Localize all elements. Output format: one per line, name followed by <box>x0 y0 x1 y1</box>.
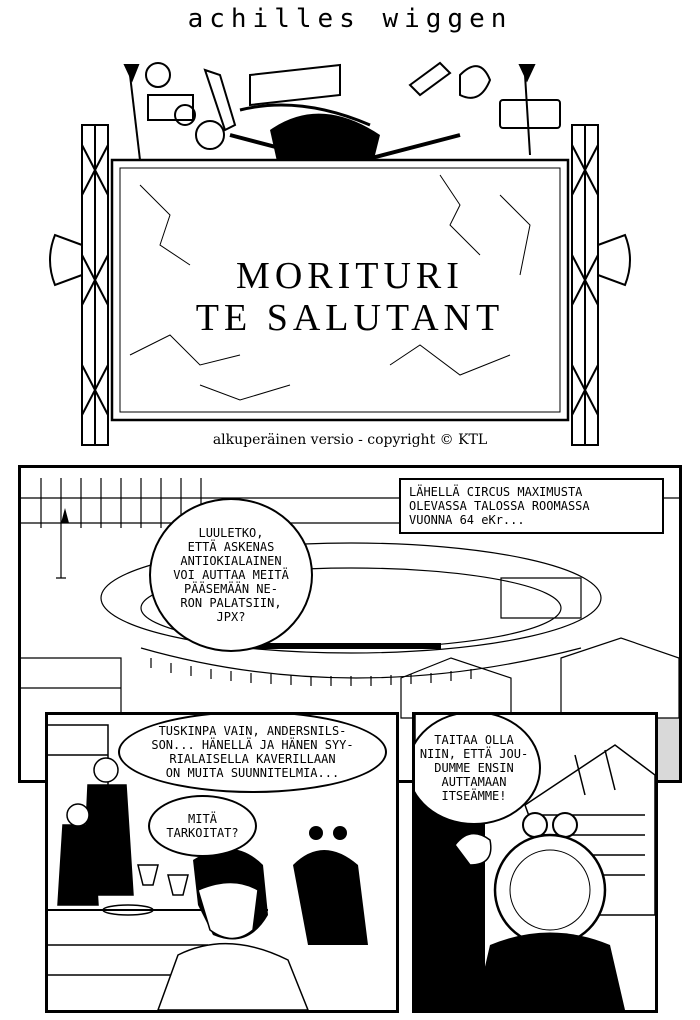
dining-scene-illustration <box>48 724 368 1010</box>
panel2-speech-balloon-2: MITÄ TARKOITAT? <box>148 795 257 857</box>
panel2-speech-balloon-1: TUSKINPA VAIN, ANDERSNILS- SON... HÄNELL… <box>118 715 387 793</box>
panel1-caption: LÄHELLÄ CIRCUS MAXIMUSTA OLEVASSA TALOSS… <box>399 478 664 534</box>
title-scroll-illustration <box>49 61 631 446</box>
panel-dining-scene: TUSKINPA VAIN, ANDERSNILS- SON... HÄNELL… <box>45 712 399 1013</box>
story-title-line2: TE SALUTANT <box>195 297 505 339</box>
story-title-line1: MORITURI <box>236 255 464 297</box>
panel3-speech-balloon: TAITAA OLLA NIIN, ETTÄ JOU- DUMME ENSIN … <box>415 715 541 825</box>
series-title: achilles wiggen <box>187 4 513 34</box>
version-copyright-note: alkuperäinen versio - copyright © KTL <box>212 432 488 448</box>
story-title: MORITURI TE SALUTANT <box>150 255 550 339</box>
panel-robot-character: TAITAA OLLA NIIN, ETTÄ JOU- DUMME ENSIN … <box>412 712 658 1013</box>
panel1-speech-balloon: LUULETKO, ETTÄ ASKENAS ANTIOKIALAINEN VO… <box>149 498 313 652</box>
